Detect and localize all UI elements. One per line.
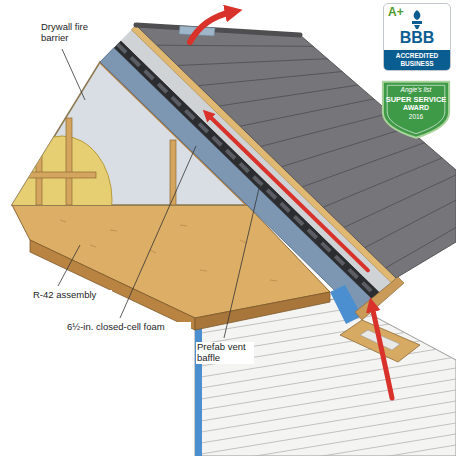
siding-lines [195, 445, 456, 456]
leader-line [62, 49, 85, 100]
ridge-cap [136, 25, 300, 35]
osb-speckle [180, 225, 187, 226]
bbb-torch-logo [406, 9, 428, 29]
siding-lines [195, 412, 456, 455]
part-label: Prefab vent baffle [196, 342, 254, 364]
badge-year: 2016 [385, 113, 447, 121]
osb-speckle [110, 230, 117, 231]
floor-joist-side [195, 292, 330, 330]
siding-lines [195, 390, 456, 433]
fascia [355, 277, 404, 320]
osb-speckle [240, 240, 246, 243]
leader-line [58, 245, 80, 286]
bbb-torch-logo [414, 10, 421, 20]
osb-speckle [270, 280, 277, 281]
siding-lines [195, 434, 456, 456]
siding-lines [195, 335, 456, 378]
wall-top-foam [330, 285, 362, 324]
shingle-rows [261, 69, 456, 146]
gable-stud [66, 118, 72, 205]
siding-lines [195, 379, 456, 422]
badge-title: SUPER SERVICE [385, 95, 447, 104]
osb-speckle [90, 245, 96, 247]
badge-subtitle: AWARD [385, 104, 447, 112]
siding-lines [195, 401, 456, 444]
kneewall-stud [170, 140, 176, 205]
osb-speckle [200, 270, 207, 271]
part-label: Drywall fire barrier [40, 22, 98, 44]
badge-title: BBB [384, 30, 450, 47]
airflow-arrow [190, 12, 392, 398]
airflow-arrow [208, 115, 368, 271]
shingle-roof [136, 25, 456, 278]
shingle-rows [282, 74, 456, 167]
gable-insulation [12, 136, 112, 264]
award-badge: Angie's listSUPER SERVICEAWARD2016 [380, 80, 452, 139]
wall-foam-edge [195, 320, 202, 456]
leader-line [224, 184, 260, 338]
leader-line [120, 146, 196, 318]
bbb-torch-logo [414, 25, 420, 29]
airflow-arrow [372, 306, 392, 398]
award-shield [383, 82, 449, 138]
rating-grade: A+ [388, 6, 404, 18]
shingle-roof [136, 25, 456, 278]
bbb-badge: A+ BBB ACCREDITED BUSINESS [383, 3, 451, 71]
badge-brand: Angie's list [385, 86, 447, 94]
gable-blocking [26, 172, 96, 178]
siding-lines [195, 368, 456, 411]
exterior-wall [195, 291, 456, 456]
shingle-rows [157, 45, 456, 268]
part-label: R-42 assembly [32, 290, 112, 301]
siding-lines [195, 291, 456, 456]
bbb-torch-logo [412, 21, 422, 24]
floor-joist-edge [30, 240, 195, 330]
airflow-arrow [190, 12, 232, 42]
osb-speckle [150, 250, 156, 253]
gable-framing [12, 118, 176, 264]
badge-band: ACCREDITED BUSINESS [384, 50, 450, 71]
osb-speckle [60, 220, 66, 222]
part-label: 6½-in. closed-cell foam [66, 322, 191, 333]
shingle-rows [302, 78, 456, 187]
shingle-rows [323, 83, 456, 208]
